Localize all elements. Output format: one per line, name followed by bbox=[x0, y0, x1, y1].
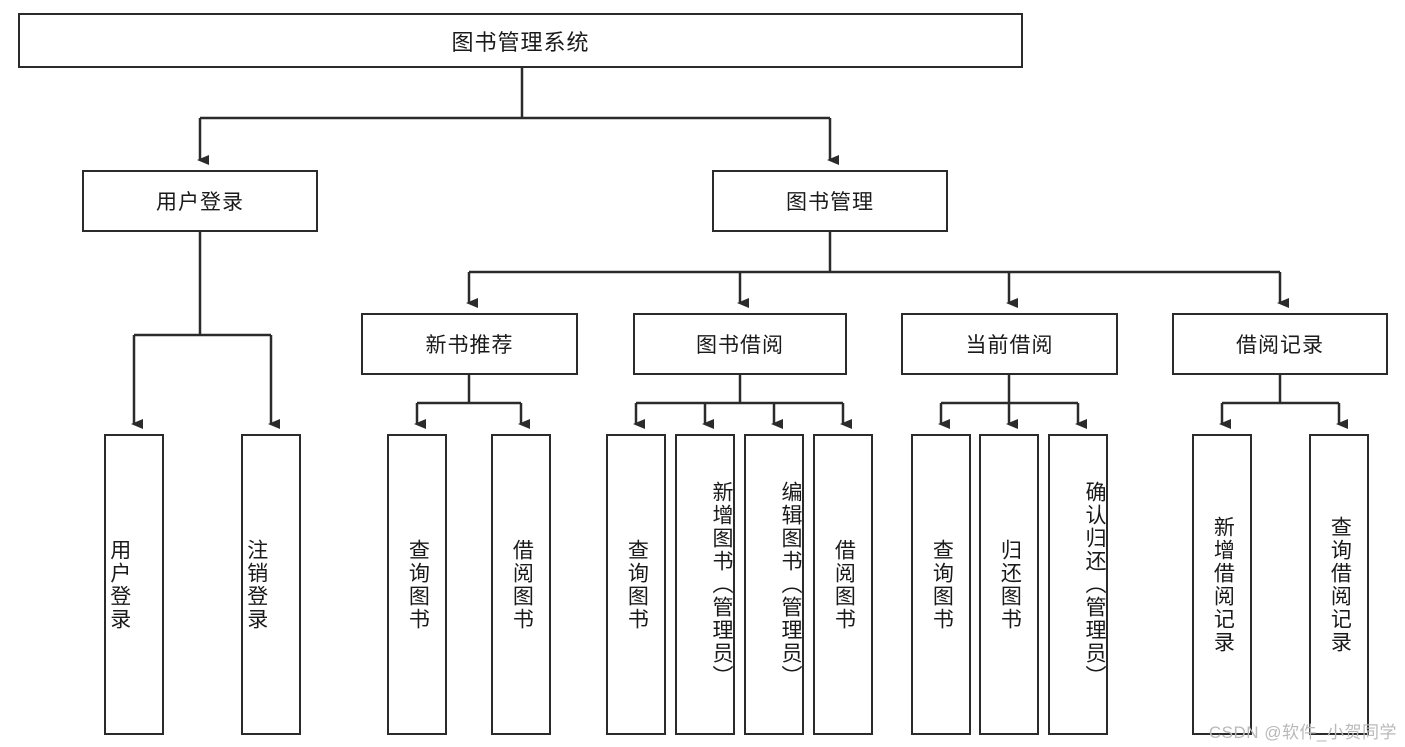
node-label: 新增图书（管理员） bbox=[710, 481, 733, 688]
node-label: 用户登录 bbox=[107, 538, 131, 631]
node-label: 查询图书 bbox=[625, 538, 649, 631]
node-label: 新书推荐 bbox=[425, 334, 514, 357]
node-label: 注销登录 bbox=[244, 538, 268, 631]
leaf-new-book-query-book[interactable]: 查询图书 bbox=[387, 434, 447, 735]
leaf-new-book-borrow-book[interactable]: 借阅图书 bbox=[491, 434, 551, 735]
node-label: 图书管理系统 bbox=[451, 29, 590, 55]
node-label: 归还图书 bbox=[998, 538, 1022, 631]
node-new-book-recommend[interactable]: 新书推荐 bbox=[361, 313, 578, 375]
node-label: 查询图书 bbox=[406, 538, 430, 631]
node-label: 用户登录 bbox=[156, 191, 244, 214]
leaf-borrow-add-book-admin[interactable]: 新增图书（管理员） bbox=[675, 434, 735, 735]
node-label: 图书管理 bbox=[786, 191, 874, 214]
leaf-borrow-borrow-book[interactable]: 借阅图书 bbox=[813, 434, 873, 735]
node-label: 借阅图书 bbox=[510, 538, 534, 631]
csdn-watermark: CSDN @软件_小贺同学 bbox=[1208, 723, 1397, 742]
node-label: 新增借阅记录 bbox=[1211, 515, 1235, 654]
leaf-user-login-logout[interactable]: 注销登录 bbox=[241, 434, 301, 735]
leaf-borrow-query-book[interactable]: 查询图书 bbox=[606, 434, 666, 735]
node-user-login[interactable]: 用户登录 bbox=[82, 170, 318, 232]
node-label: 借阅记录 bbox=[1236, 334, 1324, 357]
node-label: 查询图书 bbox=[930, 538, 954, 631]
node-label: 当前借阅 bbox=[965, 334, 1054, 357]
node-label: 查询借阅记录 bbox=[1328, 515, 1352, 654]
node-label: 借阅图书 bbox=[832, 538, 856, 631]
leaf-records-query-record[interactable]: 查询借阅记录 bbox=[1309, 434, 1369, 735]
node-label: 确认归还（管理员） bbox=[1083, 481, 1106, 688]
node-borrow-records[interactable]: 借阅记录 bbox=[1172, 313, 1388, 375]
leaf-records-add-record[interactable]: 新增借阅记录 bbox=[1192, 434, 1252, 735]
leaf-borrow-edit-book-admin[interactable]: 编辑图书（管理员） bbox=[744, 434, 804, 735]
node-book-management[interactable]: 图书管理 bbox=[712, 170, 948, 232]
node-root-book-management-system[interactable]: 图书管理系统 bbox=[18, 13, 1023, 68]
leaf-current-return-book[interactable]: 归还图书 bbox=[979, 434, 1039, 735]
leaf-current-confirm-return-admin[interactable]: 确认归还（管理员） bbox=[1048, 434, 1108, 735]
node-current-borrow[interactable]: 当前借阅 bbox=[901, 313, 1118, 375]
node-label: 编辑图书（管理员） bbox=[779, 481, 802, 688]
leaf-user-login-login[interactable]: 用户登录 bbox=[104, 434, 164, 735]
leaf-current-query-book[interactable]: 查询图书 bbox=[911, 434, 971, 735]
node-label: 图书借阅 bbox=[696, 334, 784, 357]
node-book-borrow[interactable]: 图书借阅 bbox=[633, 313, 847, 375]
